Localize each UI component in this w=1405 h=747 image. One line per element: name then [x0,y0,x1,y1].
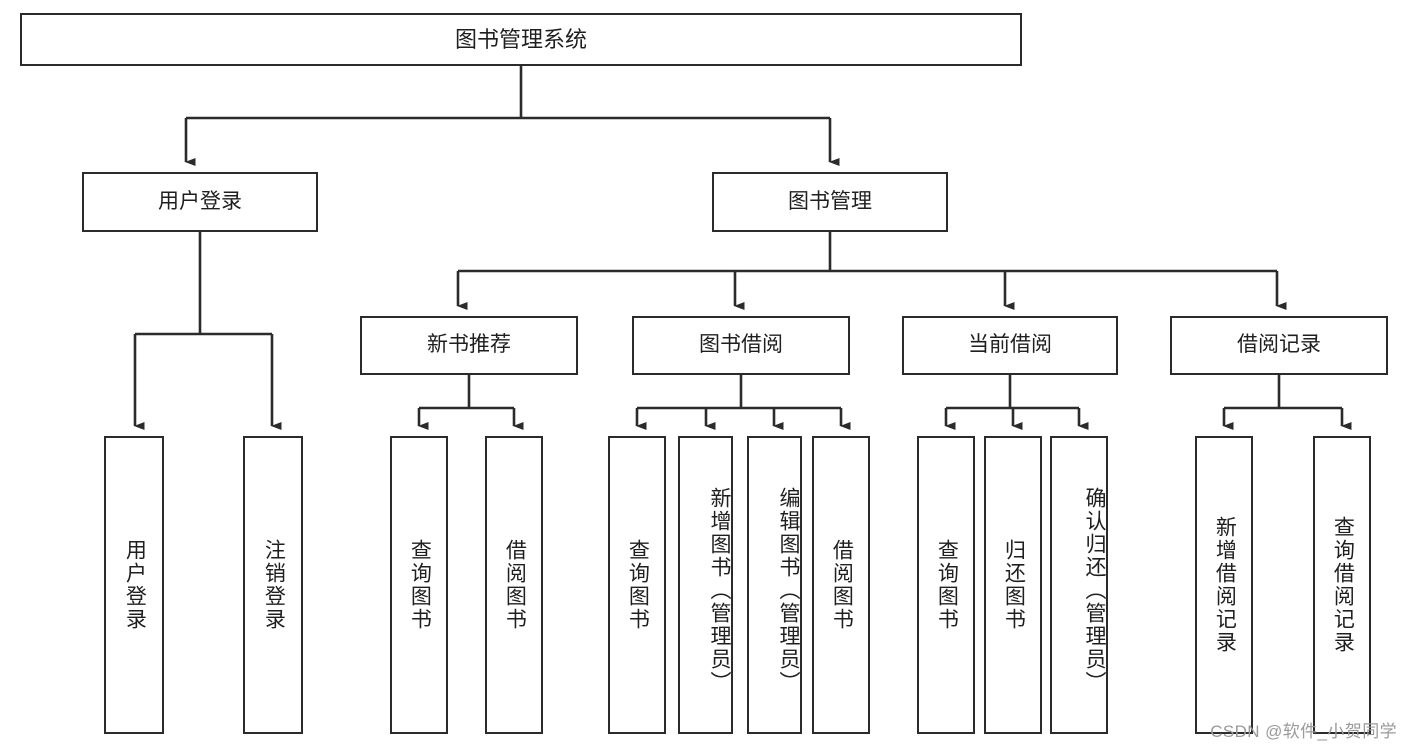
leaf-return-book[interactable]: 归还图书 [984,436,1042,734]
node-root-system[interactable]: 图书管理系统 [20,13,1022,66]
leaf-borrow-book[interactable]: 借阅图书 [812,436,870,734]
leaf-confirm-return-admin[interactable]: 确认归还（管理员） [1050,436,1108,734]
leaf-query-borrow-record[interactable]: 查询借阅记录 [1313,436,1371,734]
node-book-management[interactable]: 图书管理 [712,172,948,232]
leaf-add-book-admin[interactable]: 新增图书（管理员） [678,436,733,734]
node-borrow-record[interactable]: 借阅记录 [1170,316,1388,375]
node-current-borrow[interactable]: 当前借阅 [902,316,1118,375]
leaf-user-logout[interactable]: 注销登录 [243,436,303,734]
leaf-borrow-book-recommend[interactable]: 借阅图书 [485,436,543,734]
csdn-watermark: CSDN @软件_小贺同学 [1210,722,1397,741]
leaf-query-book-borrow[interactable]: 查询图书 [608,436,666,734]
leaf-user-login[interactable]: 用户登录 [104,436,164,734]
leaf-edit-book-admin[interactable]: 编辑图书（管理员） [747,436,802,734]
node-user-login[interactable]: 用户登录 [82,172,318,232]
leaf-query-book-recommend[interactable]: 查询图书 [390,436,448,734]
leaf-add-borrow-record[interactable]: 新增借阅记录 [1195,436,1253,734]
leaf-query-book-current[interactable]: 查询图书 [917,436,975,734]
node-book-borrow[interactable]: 图书借阅 [632,316,850,375]
node-new-book-recommend[interactable]: 新书推荐 [360,316,578,375]
